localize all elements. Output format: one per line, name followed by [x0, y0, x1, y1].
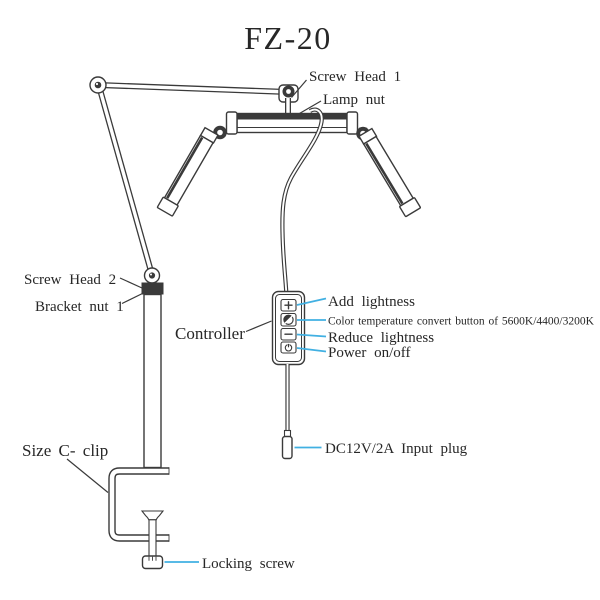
bracket-nut-1-block: [141, 282, 164, 295]
label-reduce-lightness: Reduce lightness: [328, 330, 434, 346]
leader-lines-dark: [66, 79, 322, 493]
power-icon: [284, 343, 293, 352]
screw-head-2-joint: [143, 267, 161, 284]
label-power-on-off: Power on/off: [328, 345, 410, 361]
power-button: [280, 341, 297, 354]
label-screw-head-1: Screw Head 1: [309, 69, 401, 85]
stand-pole: [143, 293, 162, 469]
right-lamp-tube: [358, 127, 421, 218]
label-controller: Controller: [175, 324, 245, 343]
label-locking-screw: Locking screw: [202, 556, 295, 572]
label-color-temperature: Color temperature convert button of 5600…: [328, 316, 595, 328]
page-title: FZ-20: [244, 20, 332, 56]
power-cable-upper: [280, 107, 324, 292]
dc-input-plug: [281, 429, 293, 460]
color-temperature-button: [280, 312, 297, 327]
label-dc-input-plug: DC12V/2A Input plug: [325, 441, 468, 457]
locking-screw-assembly: [140, 510, 165, 570]
left-lamp-tube: [156, 126, 219, 217]
leader-lines-cyan: [164, 297, 327, 563]
label-add-lightness: Add lightness: [328, 294, 415, 310]
support-arm: [96, 82, 289, 276]
plus-icon: [284, 301, 293, 310]
label-lamp-nut: Lamp nut: [323, 92, 386, 108]
label-screw-head-2: Screw Head 2: [24, 272, 116, 288]
c-clip-clamp: [108, 467, 170, 542]
controller-remote: [271, 290, 306, 366]
lamp-bar: [225, 111, 359, 135]
reduce-lightness-button: [280, 327, 297, 341]
label-size-c-clip: Size C- clip: [22, 441, 108, 460]
label-bracket-nut-1: Bracket nut 1: [35, 299, 124, 315]
add-lightness-button: [280, 298, 297, 312]
color-temperature-icon: [283, 314, 294, 325]
arm-pivot-joint: [89, 76, 107, 94]
